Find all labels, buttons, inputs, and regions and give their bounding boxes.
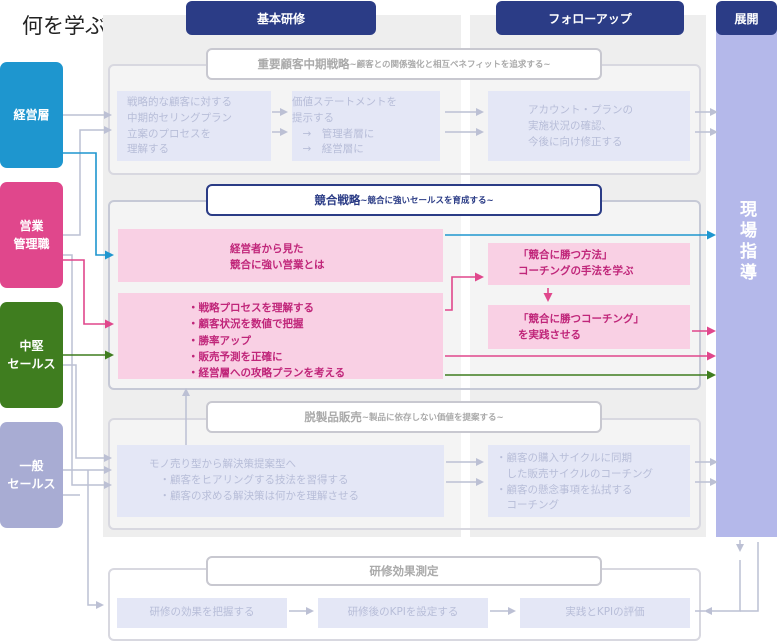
measurement-box-effect: 研修の効果を把握する bbox=[117, 598, 287, 628]
section-subtitle: ~製品に依存しない価値を提案する~ bbox=[361, 413, 504, 423]
competitive-box-executive-view: 経営者から見た 競合に強い営業とは bbox=[118, 229, 443, 282]
section-title: 競合戦略 bbox=[314, 193, 361, 207]
column-header-basic: 基本研修 bbox=[186, 1, 376, 35]
role-executive: 経営層 bbox=[0, 62, 63, 168]
section-subtitle: ~顧客との関係強化と相互ベネフィットを追求する~ bbox=[349, 60, 551, 70]
key-account-box-followup: アカウント・プランの 実施状況の確認、 今後に向け修正する bbox=[488, 91, 690, 161]
role-sales-manager: 営業 管理職 bbox=[0, 182, 63, 288]
key-account-box-planning: 戦略的な顧客に対する 中期的セリングプラン 立案のプロセスを 理解する bbox=[117, 91, 271, 161]
role-mid-sales: 中堅 セールス bbox=[0, 302, 63, 408]
column-header-followup: フォローアップ bbox=[496, 1, 684, 35]
key-account-box-value: 価値ステートメントを 提示する → 管理者層に → 経営層に bbox=[292, 91, 440, 161]
solution-box-followup: ・顧客の購入サイクルに同期 した販売サイクルのコーチング ・顧客の懸念事項を払拭… bbox=[488, 445, 690, 517]
measurement-box-kpi: 研修後のKPIを設定する bbox=[318, 598, 488, 628]
role-label: 経営層 bbox=[13, 108, 50, 122]
competitive-box-coaching-learn: 「競合に勝つ方法」 コーチングの手法を学ぶ bbox=[488, 243, 690, 285]
role-label: 営業 管理職 bbox=[13, 219, 50, 251]
measurement-box-evaluation: 実践とKPIの評価 bbox=[520, 598, 690, 628]
section-title: 脱製品販売 bbox=[304, 410, 362, 424]
section-title: 重要顧客中期戦略 bbox=[257, 57, 350, 71]
deploy-column bbox=[716, 15, 777, 537]
deploy-label: 現場指導 bbox=[736, 200, 756, 284]
section-header-competitive: 競合戦略~競合に強いセールスを育成する~ bbox=[206, 184, 602, 216]
section-title: 研修効果測定 bbox=[369, 564, 439, 578]
section-header-key-account: 重要顧客中期戦略~顧客との関係強化と相互ベネフィットを追求する~ bbox=[206, 48, 602, 80]
competitive-box-coaching-practice: 「競合に勝つコーチング」 を実践させる bbox=[488, 305, 690, 349]
role-general-sales: 一般 セールス bbox=[0, 422, 63, 528]
section-header-measurement: 研修効果測定 bbox=[206, 556, 602, 586]
role-label: 一般 セールス bbox=[7, 459, 56, 491]
section-subtitle: ~競合に強いセールスを育成する~ bbox=[360, 196, 494, 206]
deploy-field-coaching: 現場指導 bbox=[716, 200, 777, 320]
solution-box-training: モノ売り型から解決策提案型へ ・顧客をヒアリングする技法を習得する ・顧客の求め… bbox=[117, 445, 444, 517]
competitive-box-strategy-process: ・戦略プロセスを理解する ・顧客状況を数値で把握 ・勝率アップ ・販売予測を正確… bbox=[118, 293, 443, 379]
role-label: 中堅 セールス bbox=[7, 339, 56, 371]
column-header-deploy: 展開 bbox=[716, 1, 777, 35]
section-header-solution: 脱製品販売~製品に依存しない価値を提案する~ bbox=[206, 401, 602, 433]
